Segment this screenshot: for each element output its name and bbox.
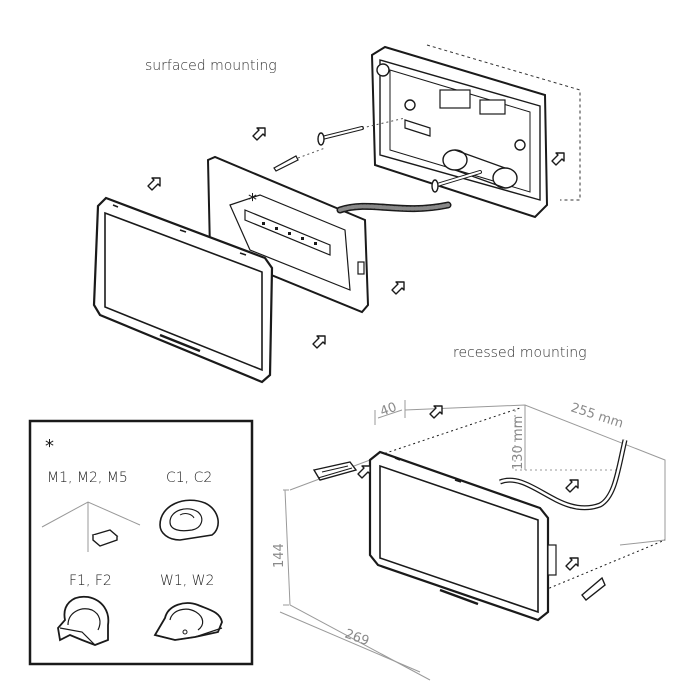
- arrow-icon: [391, 281, 405, 295]
- front-cover: [92, 196, 274, 384]
- accessory-w-icon: [153, 602, 223, 641]
- marker-star: *: [248, 190, 257, 211]
- arrow-icon: [429, 405, 443, 419]
- screws: [273, 117, 482, 193]
- arrow-icon: [147, 177, 161, 191]
- dimension-depth: 40: [378, 400, 399, 420]
- recessed-mounting-label: recessed mounting: [453, 345, 587, 361]
- arrow-icon: [565, 557, 579, 571]
- accessory-m-icon: [41, 501, 141, 552]
- legend-label-w: W1, W2: [160, 573, 214, 589]
- recess-dimensions: [279, 400, 666, 681]
- accessory-c-icon: [159, 499, 219, 541]
- legend-label-c: C1, C2: [166, 470, 212, 486]
- recessed-device: [312, 439, 628, 622]
- legend-star: *: [45, 436, 54, 457]
- back-box: [370, 44, 581, 219]
- dimension-cable-length: 255 mm: [569, 401, 625, 432]
- surfaced-mounting-label: surfaced mounting: [145, 58, 277, 74]
- dimension-height: 144: [272, 543, 287, 568]
- arrow-icon: [565, 479, 579, 493]
- dimension-width: 269: [343, 627, 371, 650]
- arrow-icon: [357, 465, 371, 479]
- arrow-icon: [312, 335, 326, 349]
- accessory-f-icon: [57, 595, 110, 646]
- legend-label-f: F1, F2: [69, 573, 112, 589]
- dimension-height-top: 130 mm: [511, 416, 526, 470]
- legend-label-m: M1, M2, M5: [47, 470, 128, 486]
- arrow-icon: [252, 127, 266, 141]
- arrow-icon: [551, 152, 565, 166]
